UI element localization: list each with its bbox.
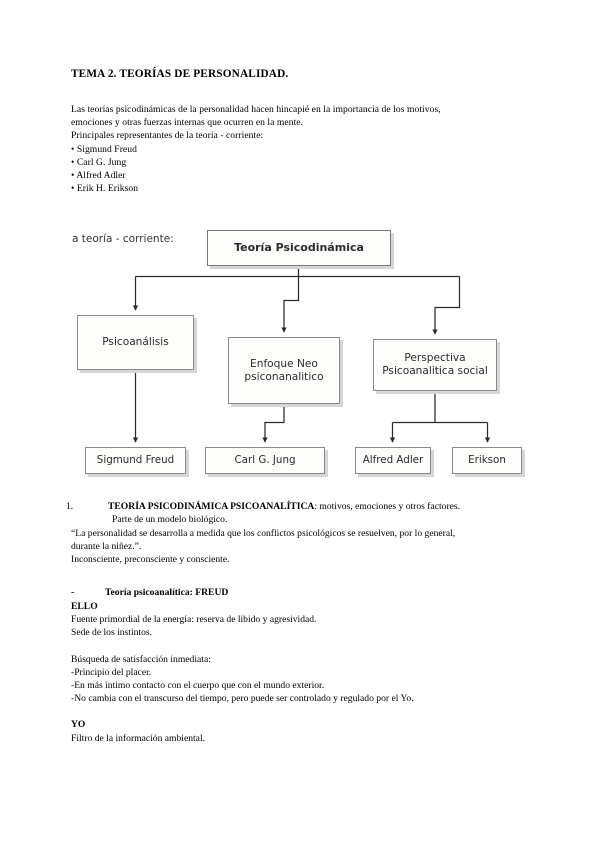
node-label-line-1: Enfoque Neo xyxy=(250,357,318,370)
yo-line: Filtro de la información ambiental. xyxy=(71,732,206,744)
node-perspectiva-psicoanalitica-social[interactable]: Perspectiva Psicoanalitica social xyxy=(373,339,497,391)
intro-line-1: Las teorías psicodinámicas de la persona… xyxy=(71,104,441,115)
node-label: Carl G. Jung xyxy=(234,454,296,467)
intro-line-3: Principales representantes de la teoría … xyxy=(71,130,264,142)
paragraph-spacer xyxy=(71,640,511,653)
intro-line-2: emociones y otras fuerzas internas que o… xyxy=(71,117,304,129)
numbered-item-continuation: Parte de un modelo biológico. xyxy=(112,514,228,526)
numbered-item-marker: 1. xyxy=(66,501,74,512)
ello-line: -No cambia con el transcurso del tiempo,… xyxy=(71,693,414,705)
ello-line: Búsqueda de satisfacción inmediata: xyxy=(71,653,211,665)
quote-line-2: durante la niñez.”. xyxy=(71,541,142,553)
list-item: • Alfred Adler xyxy=(71,170,126,182)
dash-item-freud: - Teoría psicoanalítica: FREUD xyxy=(71,586,511,599)
node-sigmund-freud[interactable]: Sigmund Freud xyxy=(85,447,186,474)
node-carl-g-jung[interactable]: Carl G. Jung xyxy=(205,447,325,474)
list-item: • Sigmund Freud xyxy=(71,144,137,155)
node-label: Perspectiva Psicoanalitica social xyxy=(382,352,488,378)
ello-heading: ELLO xyxy=(71,601,98,612)
paragraph-spacer xyxy=(71,705,511,718)
node-teoria-psicodinamica[interactable]: Teoría Psicodinámica xyxy=(207,230,391,266)
quote-section: “La personalidad se desarrolla a medida … xyxy=(71,527,511,567)
node-psicoanalisis[interactable]: Psicoanálisis xyxy=(77,315,194,370)
quote-line-3: Inconsciente, preconsciente y consciente… xyxy=(71,554,230,566)
diagram-caption: a teoría - corriente: xyxy=(72,233,174,245)
numbered-section: 1. TEORÍA PSICODINÁMICA PSICOANALÍTICA: m… xyxy=(66,500,511,526)
ello-line: Sede de los instintos. xyxy=(71,627,153,639)
node-alfred-adler[interactable]: Alfred Adler xyxy=(355,447,431,474)
page-title: TEMA 2. TEORÍAS DE PERSONALIDAD. xyxy=(71,68,289,80)
yo-heading: YO xyxy=(71,719,86,731)
list-item: • Carl G. Jung xyxy=(71,157,127,169)
node-label: Sigmund Freud xyxy=(96,454,175,467)
ello-yo-section: ELLO Fuente primordial de la energía: re… xyxy=(71,600,511,745)
numbered-item-line: 1. TEORÍA PSICODINÁMICA PSICOANALÍTICA: m… xyxy=(66,500,511,513)
node-label: Teoría Psicodinámica xyxy=(234,241,364,255)
node-label-line-2: Psicoanalitica social xyxy=(382,365,488,377)
dash-item-label: Teoría psicoanalítica: FREUD xyxy=(105,587,229,598)
node-label-line-1: Perspectiva xyxy=(404,352,466,365)
numbered-item-rest: : motivos, emociones y otros factores. xyxy=(314,501,461,512)
node-erikson[interactable]: Erikson xyxy=(452,447,522,474)
node-label-line-2: psiconanalitico xyxy=(244,370,324,383)
ello-line: Fuente primordial de la energía: reserva… xyxy=(71,614,317,626)
dash-marker: - xyxy=(71,587,75,598)
node-label: Psicoanálisis xyxy=(102,336,169,349)
node-label: Enfoque Neo psiconanalitico xyxy=(244,358,323,384)
representatives-list: • Sigmund Freud • Carl G. Jung • Alfred … xyxy=(71,143,371,195)
numbered-item-heading: TEORÍA PSICODINÁMICA PSICOANALÍTICA xyxy=(108,501,315,512)
list-item: • Erik H. Erikson xyxy=(71,183,139,195)
node-enfoque-neo-psiconanalitico[interactable]: Enfoque Neo psiconanalitico xyxy=(228,337,340,404)
quote-line-1: “La personalidad se desarrolla a medida … xyxy=(71,528,456,539)
intro-paragraph: Las teorías psicodinámicas de la persona… xyxy=(71,103,505,142)
node-label: Erikson xyxy=(468,454,506,467)
ello-line: -En más íntimo contacto con el cuerpo qu… xyxy=(71,680,325,692)
node-label: Alfred Adler xyxy=(362,454,424,467)
ello-line: -Principio del placer. xyxy=(71,666,152,678)
